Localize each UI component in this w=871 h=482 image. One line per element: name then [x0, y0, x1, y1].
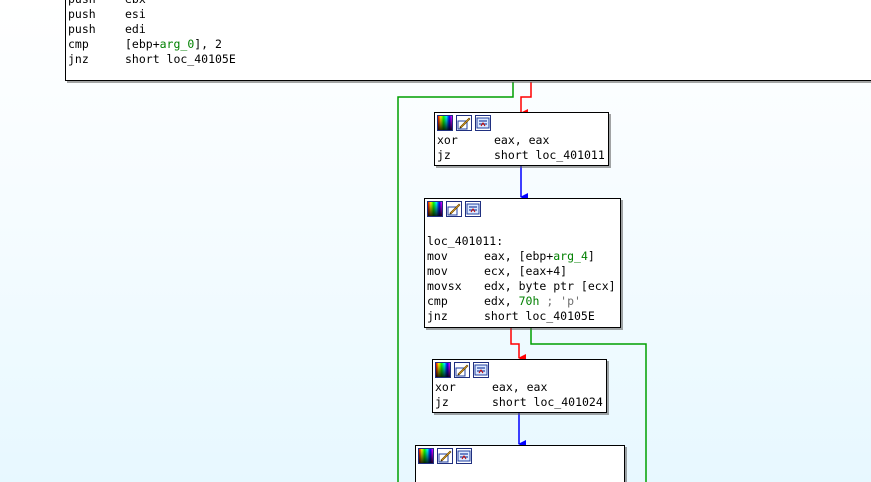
mnemonic: mov — [427, 264, 448, 278]
node-header — [416, 446, 624, 466]
asm-comment: ; 'p' — [539, 294, 581, 308]
code-block-loc-401024[interactable] — [415, 445, 625, 482]
asm-line[interactable]: jz short loc_401011 — [437, 148, 608, 163]
code-block-xor-1[interactable]: xor eax, eax jz short loc_401011 — [434, 112, 609, 166]
node-graph-toggle-icon[interactable] — [475, 115, 491, 131]
block-lines: xor eax, eax jz short loc_401024 — [433, 380, 606, 410]
asm-line[interactable]: jnz short loc_40105E — [68, 52, 871, 67]
mnemonic: cmp — [427, 294, 448, 308]
stack-var-name[interactable]: arg_0 — [159, 37, 195, 51]
mnemonic: push — [68, 22, 96, 36]
mnemonic: mov — [427, 249, 448, 263]
stack-var-name[interactable]: arg_4 — [553, 249, 588, 263]
operand: ecx, [eax+4] — [484, 264, 568, 278]
node-rename-icon[interactable] — [456, 115, 472, 131]
node-color-palette-icon[interactable] — [427, 201, 443, 217]
asm-line[interactable]: movsx edx, byte ptr [ecx] — [427, 279, 620, 294]
block-lines: xor eax, eax jz short loc_401011 — [435, 133, 608, 163]
asm-line[interactable]: cmp [ebp+arg_0], 2 — [68, 37, 871, 52]
operand: eax, eax — [494, 133, 550, 147]
operand[interactable]: short loc_40105E — [125, 52, 236, 66]
mnemonic: push — [68, 0, 125, 7]
asm-line[interactable]: push esi — [68, 7, 871, 22]
node-rename-icon[interactable] — [454, 362, 470, 378]
asm-line[interactable]: xor eax, eax — [435, 380, 606, 395]
operand: eax, [ebp+ — [484, 249, 554, 263]
mnemonic: xor — [435, 380, 456, 394]
asm-line[interactable]: mov ecx, [eax+4] — [427, 264, 620, 279]
operand: ] — [587, 249, 595, 263]
operand: ebx — [125, 0, 146, 6]
node-header — [433, 360, 606, 380]
edge-entry-to-block-xor-1[interactable] — [520, 82, 532, 117]
operand: esi — [125, 7, 146, 21]
mnemonic: movsx — [427, 279, 462, 293]
node-rename-icon[interactable] — [437, 448, 453, 464]
blank-line — [427, 219, 620, 234]
immediate-value: 70h — [518, 294, 540, 308]
edge-loc-401011-to-block-xor-2[interactable] — [510, 328, 526, 362]
mnemonic: push — [68, 7, 96, 21]
block-lines: loc_401011: mov eax, [ebp+arg_4] mov ecx, … — [425, 219, 620, 324]
operand[interactable]: short loc_401024 — [492, 395, 603, 409]
code-block-loc-401011[interactable]: loc_401011: mov eax, [ebp+arg_4] mov ecx, … — [424, 198, 621, 328]
operand: edx, byte ptr [ecx] — [484, 279, 616, 293]
node-graph-toggle-icon[interactable] — [473, 362, 489, 378]
operand: [ebp+ — [125, 37, 160, 51]
mnemonic: jnz — [427, 309, 448, 323]
asm-line[interactable]: jz short loc_401024 — [435, 395, 606, 410]
asm-line[interactable]: push edi — [68, 22, 871, 37]
node-graph-toggle-icon[interactable] — [456, 448, 472, 464]
operand[interactable]: short loc_401011 — [494, 148, 605, 162]
mnemonic: xor — [437, 133, 458, 147]
node-rename-icon[interactable] — [446, 201, 462, 217]
node-header — [435, 113, 608, 133]
node-graph-toggle-icon[interactable] — [465, 201, 481, 217]
operand: edi — [125, 22, 146, 36]
mnemonic: jnz — [68, 52, 89, 66]
operand[interactable]: short loc_40105E — [484, 309, 595, 323]
operand: edx, — [484, 294, 519, 308]
operand: ], 2 — [194, 37, 222, 51]
node-color-palette-icon[interactable] — [437, 115, 453, 131]
location-label[interactable]: loc_401011: — [427, 234, 504, 248]
asm-line[interactable]: mov eax, [ebp+arg_4] — [427, 249, 620, 264]
asm-line[interactable]: jnz short loc_40105E — [427, 309, 620, 324]
asm-line[interactable]: cmp edx, 70h ; 'p' — [427, 294, 620, 309]
operand: eax, eax — [492, 380, 548, 394]
node-color-palette-icon[interactable] — [418, 448, 434, 464]
node-color-palette-icon[interactable] — [435, 362, 451, 378]
asm-line[interactable]: pushebx — [68, 0, 871, 7]
node-header — [425, 199, 620, 219]
mnemonic: jz — [435, 395, 449, 409]
asm-line[interactable]: xor eax, eax — [437, 133, 608, 148]
code-block-xor-2[interactable]: xor eax, eax jz short loc_401024 — [432, 359, 607, 413]
mnemonic: jz — [437, 148, 451, 162]
mnemonic: cmp — [68, 37, 89, 51]
